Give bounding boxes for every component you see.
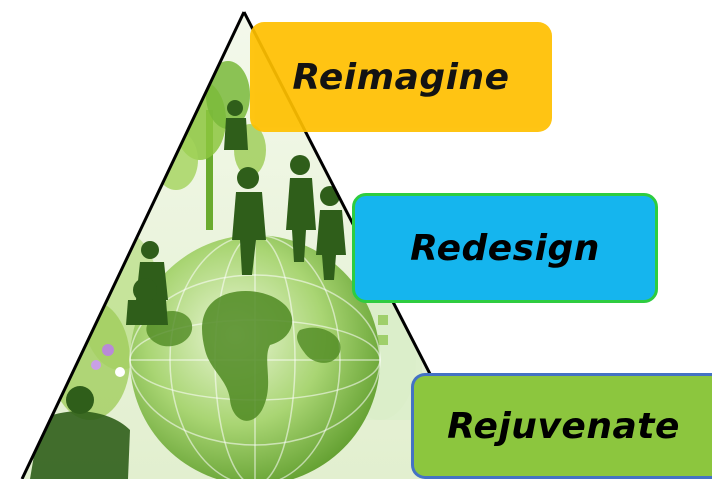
globe-icon bbox=[129, 234, 381, 479]
step-redesign-label: Redesign bbox=[410, 227, 600, 269]
people-silhouette-icon bbox=[30, 100, 346, 479]
flowers-icon bbox=[91, 344, 125, 377]
step-rejuvenate-label: Rejuvenate bbox=[447, 405, 680, 447]
step-rejuvenate-box: Rejuvenate bbox=[411, 373, 712, 479]
step-redesign-box: Redesign bbox=[352, 193, 658, 303]
step-reimagine-box: Reimagine bbox=[250, 22, 552, 132]
step-reimagine-label: Reimagine bbox=[292, 56, 510, 98]
